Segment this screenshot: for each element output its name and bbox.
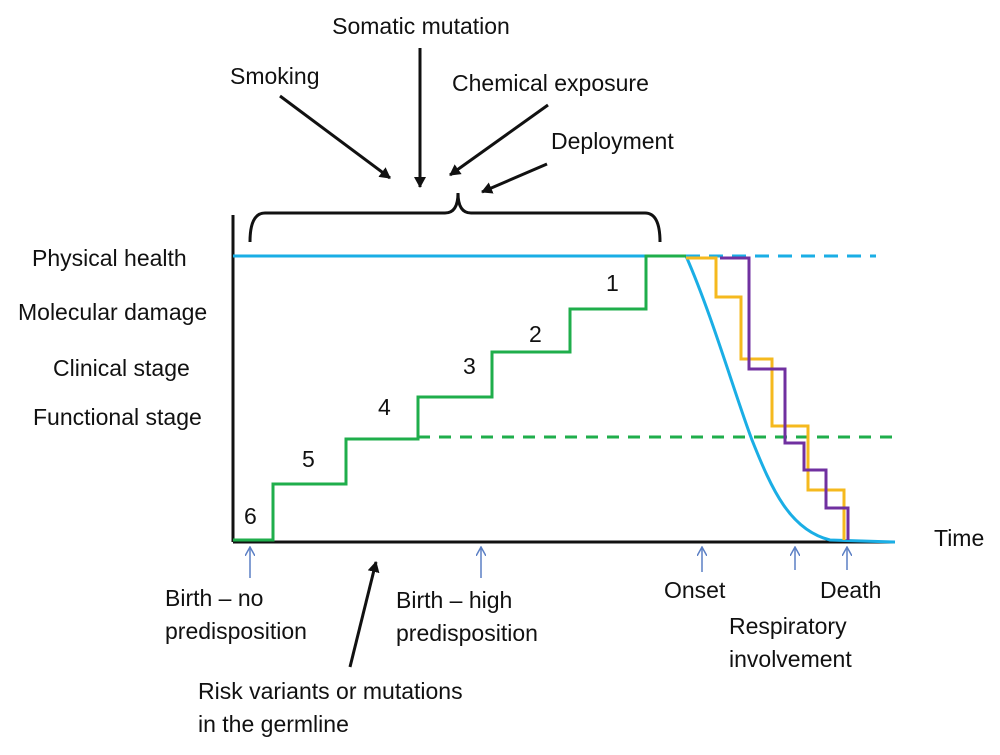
- x-axis-label: Time: [934, 525, 984, 551]
- step-label-1: 1: [606, 270, 619, 296]
- birth-no-label-line2: predisposition: [165, 618, 307, 644]
- physical-health-decline-curve: [684, 255, 896, 544]
- factor-somatic-mutation: Somatic mutation: [332, 13, 510, 39]
- factor-chemical-exposure: Chemical exposure: [452, 70, 649, 96]
- germline-label-line2: in the germline: [198, 711, 349, 737]
- step-label-3: 3: [463, 353, 476, 379]
- clinical-stage-staircase: [686, 256, 846, 540]
- onset-label: Onset: [664, 577, 726, 603]
- death-label: Death: [820, 577, 881, 603]
- step-label-2: 2: [529, 321, 542, 347]
- legend-physical-health: Physical health: [32, 245, 187, 271]
- exposure-brace: [248, 192, 662, 243]
- smoking-arrow: [279, 94, 391, 180]
- respiratory-label-line1: Respiratory: [729, 613, 847, 639]
- germline-label-line1: Risk variants or mutations: [198, 678, 463, 704]
- birth-high-label-line2: predisposition: [396, 620, 538, 646]
- germline-arrow: [348, 561, 380, 668]
- functional-stage-staircase: [720, 256, 850, 540]
- legend-molecular-damage: Molecular damage: [18, 299, 207, 325]
- chemical-exposure-arrow: [449, 103, 549, 177]
- factor-deployment: Deployment: [551, 128, 674, 154]
- birth-high-label-line1: Birth – high: [396, 587, 512, 613]
- step-label-4: 4: [378, 394, 391, 420]
- step-label-6: 6: [244, 503, 257, 529]
- birth-no-label-line1: Birth – no: [165, 585, 263, 611]
- molecular-damage-staircase: [233, 254, 686, 542]
- legend-clinical-stage: Clinical stage: [53, 355, 190, 381]
- legend-functional-stage: Functional stage: [33, 404, 202, 430]
- factor-smoking: Smoking: [230, 63, 319, 89]
- step-label-5: 5: [302, 446, 315, 472]
- respiratory-label-line2: involvement: [729, 646, 852, 672]
- deployment-arrow: [481, 162, 548, 194]
